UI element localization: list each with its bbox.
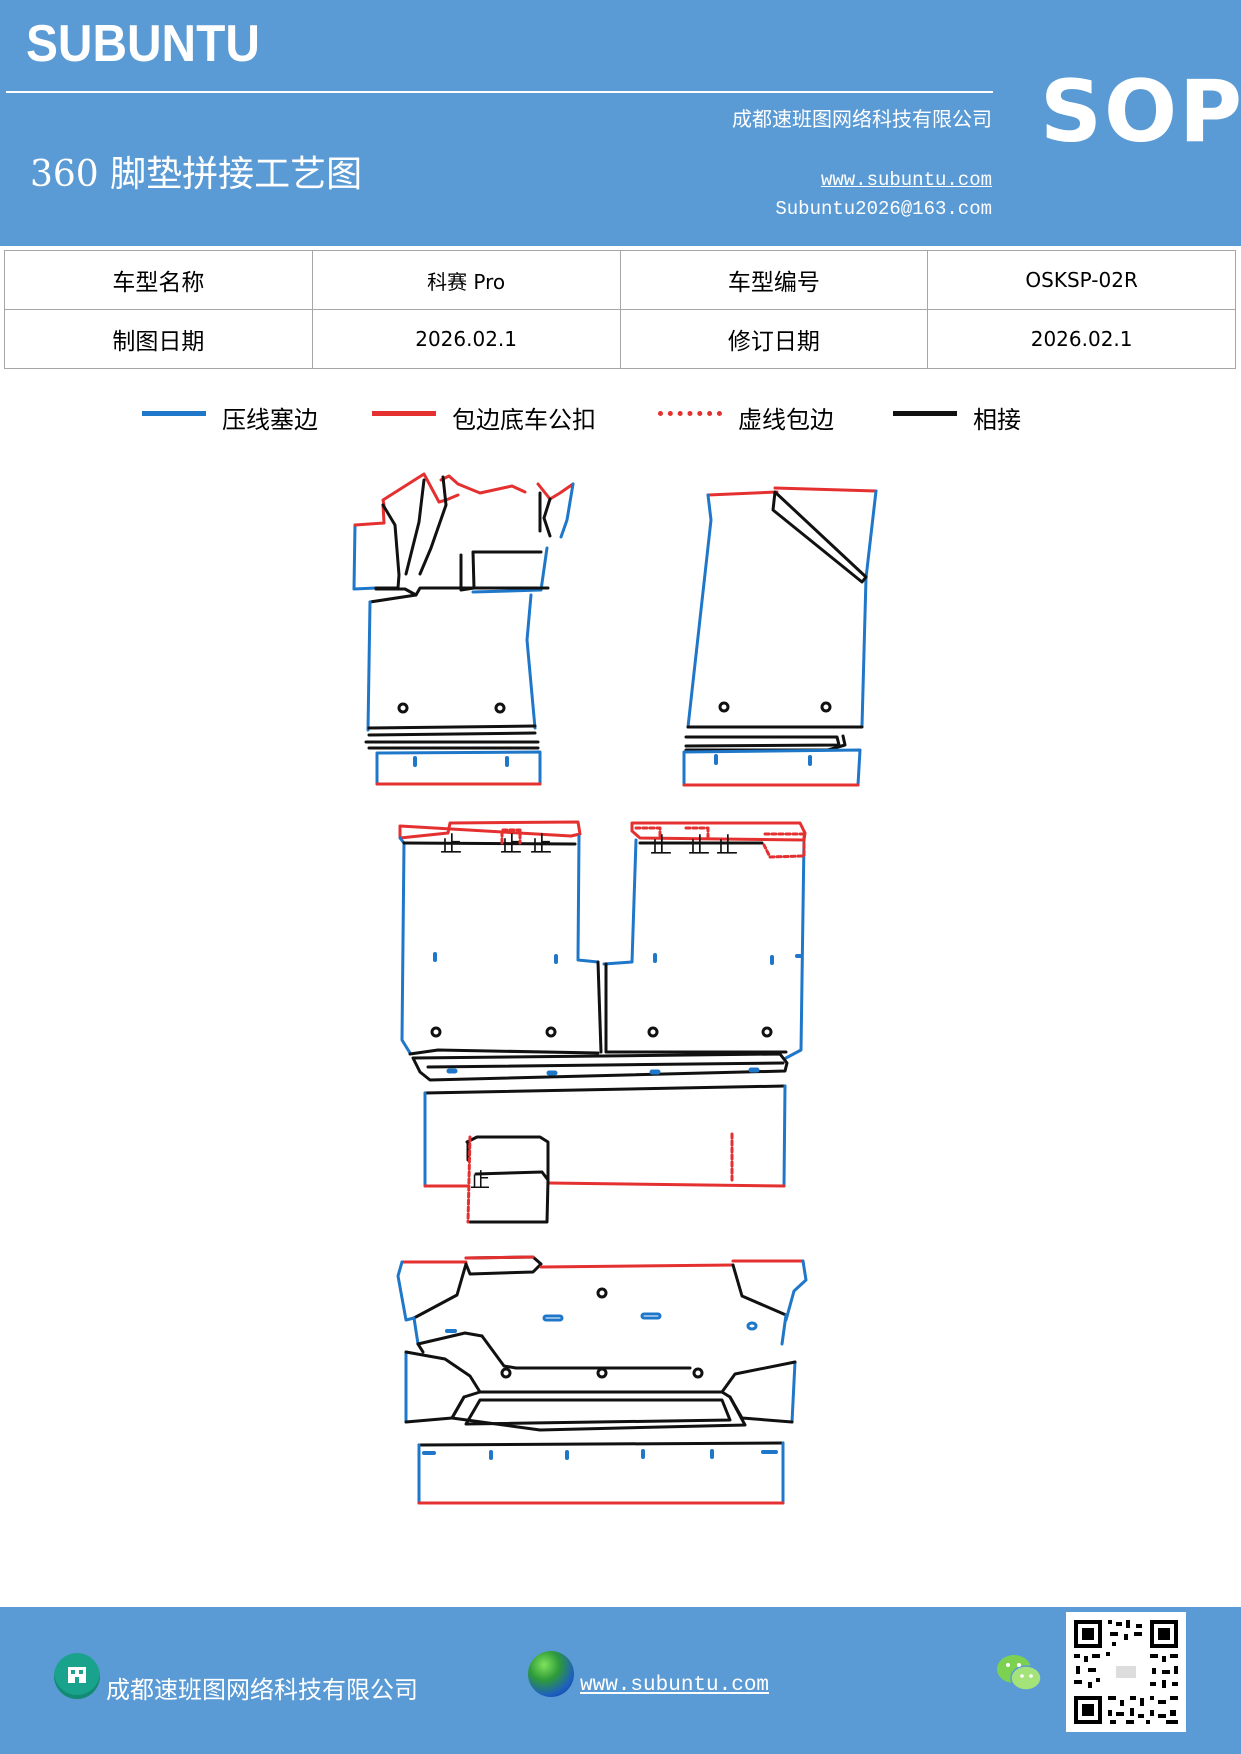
brand-logo: SUBUNTU [26, 15, 260, 73]
revise-date-label: 修订日期 [619, 309, 929, 369]
joint-mark: 止 [500, 833, 522, 858]
joint-mark: 止 [470, 1168, 490, 1192]
legend-swatch-red-dotted [658, 411, 722, 416]
footer-url-link[interactable]: www.subuntu.com [580, 1674, 770, 1697]
legend: 压线塞边 包边底车公扣 虚线包边 相接 [0, 400, 1241, 440]
front-left-mat [352, 472, 575, 786]
front-right-mat [682, 486, 878, 787]
third-row-mat: 止 [423, 1084, 787, 1224]
draw-date-label: 制图日期 [4, 309, 313, 369]
legend-label: 压线塞边 [222, 406, 318, 434]
header-email: Subuntu2026@163.com [775, 198, 992, 220]
joint-mark: 止 [688, 834, 710, 859]
model-name-label: 车型名称 [4, 250, 313, 310]
draw-date-value: 2026.02.1 [311, 309, 621, 369]
globe-icon [528, 1651, 574, 1697]
trunk-mat [396, 1255, 808, 1432]
model-code-label: 车型编号 [619, 250, 929, 310]
header-banner [0, 0, 1241, 246]
building-icon [54, 1653, 100, 1699]
second-row-bottom-strip [411, 1052, 789, 1082]
joint-mark: 止 [716, 834, 738, 859]
qr-code [1066, 1612, 1186, 1732]
model-code-value: OSKSP-02R [927, 250, 1236, 310]
header-url-link[interactable]: www.subuntu.com [820, 169, 992, 191]
rear-right-mat: 止 止 止 [602, 821, 807, 1060]
table-row: 制图日期 2026.02.1 修订日期 2026.02.1 [4, 309, 1236, 369]
header-divider [6, 91, 993, 93]
joint-mark: 止 [440, 833, 462, 858]
legend-label: 相接 [973, 406, 1021, 434]
footer-company: 成都速班图网络科技有限公司 [106, 1676, 418, 1704]
page-title: 360 脚垫拼接工艺图 [30, 154, 363, 195]
wechat-icon[interactable] [995, 1652, 1043, 1694]
legend-swatch-red [372, 411, 436, 416]
info-table: 车型名称 科赛 Pro 车型编号 OSKSP-02R 制图日期 2026.02.… [4, 250, 1236, 369]
table-row: 车型名称 科赛 Pro 车型编号 OSKSP-02R [4, 250, 1236, 310]
legend-label: 包边底车公扣 [452, 406, 596, 434]
rear-left-mat: 止 止 止 [398, 820, 603, 1056]
legend-label: 虚线包边 [738, 406, 834, 434]
legend-swatch-blue [142, 411, 206, 416]
legend-swatch-black [893, 411, 957, 416]
sop-label: SOP [1040, 62, 1241, 162]
joint-mark: 止 [530, 833, 552, 858]
header-company: 成都速班图网络科技有限公司 [732, 107, 992, 131]
model-name-value: 科赛 Pro [311, 250, 621, 310]
joint-mark: 止 [650, 834, 672, 859]
revise-date-value: 2026.02.1 [927, 309, 1236, 369]
trunk-bottom-strip [417, 1441, 785, 1505]
